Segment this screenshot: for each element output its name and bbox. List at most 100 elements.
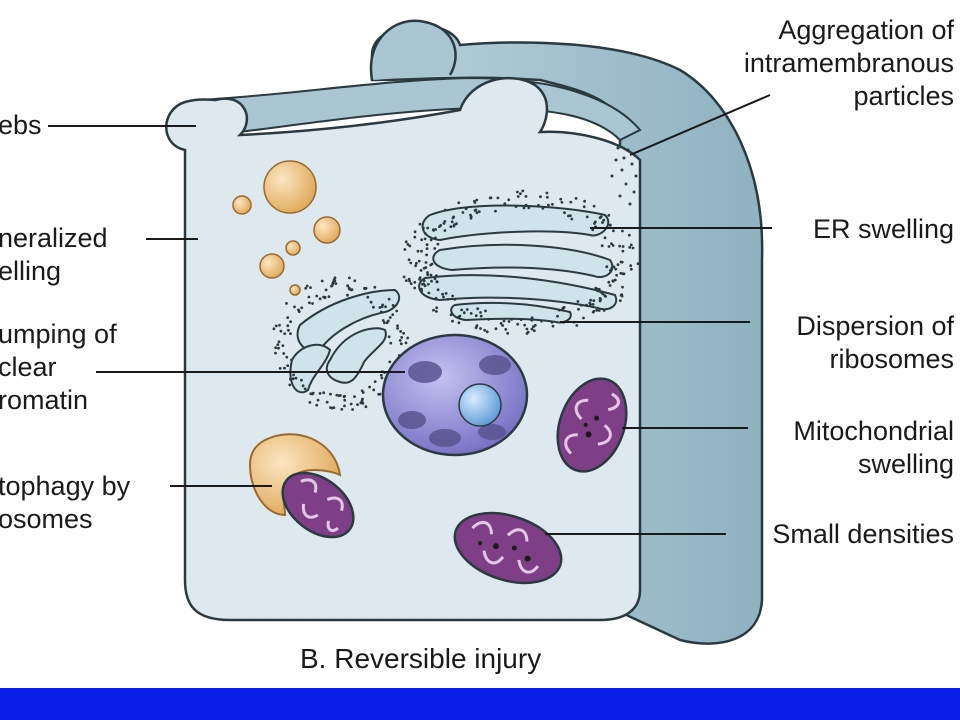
ribosome-dot bbox=[610, 242, 613, 246]
ribosome-dot bbox=[304, 286, 308, 290]
ribosome-dot bbox=[461, 211, 465, 214]
ribosome-dot bbox=[413, 280, 417, 284]
ribosome-dot bbox=[563, 211, 566, 215]
ribosome-dot bbox=[524, 195, 528, 198]
ribosome-dot bbox=[443, 229, 447, 232]
ribosome-dot bbox=[420, 289, 423, 293]
ribosome-dot bbox=[285, 302, 288, 305]
ribosome-dot bbox=[474, 314, 478, 317]
ribosome-dot bbox=[423, 284, 427, 288]
ribosome-dot bbox=[361, 401, 365, 405]
ribosome-dot bbox=[444, 292, 448, 295]
ribosome-dot bbox=[475, 324, 479, 328]
ribosome-dot bbox=[449, 313, 453, 317]
ribosome-dot bbox=[372, 305, 375, 309]
ribosome-dot bbox=[423, 237, 427, 241]
ribosome-dot bbox=[278, 367, 282, 370]
ribosome-dot bbox=[391, 313, 395, 316]
ribosome-dot bbox=[435, 280, 439, 284]
ribosome-dot bbox=[611, 279, 615, 283]
ribosome-dot bbox=[589, 298, 592, 302]
ribosome-dot bbox=[363, 287, 367, 291]
ribosome-dot bbox=[303, 387, 307, 391]
ribosome-dot bbox=[601, 292, 605, 296]
ribosome-dot bbox=[407, 258, 411, 262]
ribosome-dot bbox=[556, 314, 559, 318]
ribosome-dot bbox=[279, 329, 283, 333]
ribosome-dot bbox=[308, 301, 311, 305]
ribosome-dot bbox=[320, 279, 324, 283]
ribosome-dot bbox=[419, 269, 423, 272]
ribosome-dot bbox=[494, 209, 497, 213]
ribosome-dot bbox=[417, 259, 421, 263]
ribosome-dot bbox=[422, 266, 426, 270]
ribosome-dot bbox=[545, 195, 549, 199]
ribosome-dot bbox=[574, 197, 578, 200]
ribosome-dot bbox=[525, 327, 529, 331]
ribosome-dot bbox=[400, 336, 404, 339]
ribosome-dot bbox=[550, 320, 554, 324]
ribosome-dot bbox=[558, 308, 561, 312]
ribosome-dot bbox=[366, 295, 370, 299]
ribosome-dot bbox=[415, 261, 418, 265]
ribosome-dot bbox=[621, 285, 624, 289]
ribosome-dot bbox=[595, 308, 599, 312]
ribosome-dot bbox=[395, 309, 399, 313]
label-mito-swelling: Mitochondrial swelling bbox=[793, 416, 954, 479]
ribosome-dot bbox=[380, 305, 384, 309]
ribosome-dot bbox=[429, 238, 433, 242]
ribosome-dot bbox=[607, 245, 611, 248]
ribosome-dot bbox=[628, 246, 632, 249]
ribosome-dot bbox=[316, 398, 320, 402]
ribosome-dot bbox=[409, 261, 413, 265]
ribosome-dot bbox=[618, 299, 622, 302]
ribosome-dot bbox=[474, 326, 478, 330]
ribosome-dot bbox=[469, 216, 473, 220]
ribosome-dot bbox=[277, 340, 281, 344]
ribosome-dot bbox=[373, 380, 377, 383]
ribosome-dot bbox=[387, 335, 391, 339]
label-small-densities: Small densities bbox=[772, 519, 954, 549]
ribosome-dot bbox=[426, 271, 429, 274]
ribosome-dot bbox=[292, 373, 295, 377]
ribosome-dot bbox=[334, 282, 338, 285]
ribosome-dot bbox=[527, 206, 531, 210]
ribosome-dot bbox=[621, 245, 625, 248]
ribosome-dot bbox=[300, 378, 303, 382]
ribosome-dot bbox=[333, 279, 337, 283]
ribosome-dot bbox=[432, 308, 435, 312]
ribosome-dot bbox=[278, 323, 281, 327]
ribosome-dot bbox=[621, 249, 625, 253]
ribosome-dot bbox=[441, 292, 444, 296]
ribosome-dot bbox=[429, 263, 433, 267]
ribosome-dot bbox=[396, 324, 399, 328]
ribosome-dot bbox=[575, 324, 579, 327]
ribosome-dot bbox=[422, 226, 425, 230]
ribosome-dot bbox=[418, 222, 422, 226]
vacuoles bbox=[232, 160, 341, 296]
ribosome-dot bbox=[432, 228, 435, 232]
ribosome-dot bbox=[346, 284, 349, 288]
ribosome-dot bbox=[389, 341, 393, 345]
ribosome-dot bbox=[307, 295, 311, 299]
ribosome-dot bbox=[325, 400, 329, 404]
ribosome-dot bbox=[576, 300, 580, 303]
ribosome-dot bbox=[329, 392, 332, 396]
ribosome-dot bbox=[607, 213, 611, 217]
ribosome-dot bbox=[452, 215, 456, 219]
ribosome-dot bbox=[288, 383, 292, 387]
ribosome-dot bbox=[474, 208, 478, 212]
ribosome-dot bbox=[629, 264, 633, 267]
label-aggregation: Aggregation of intramembranous particles bbox=[743, 15, 954, 111]
ribosome-dot bbox=[525, 332, 529, 335]
ribosome-dot bbox=[309, 286, 312, 289]
ribosome-dot bbox=[540, 319, 543, 323]
ribosome-dot bbox=[406, 243, 410, 246]
ribosome-dot bbox=[285, 355, 289, 359]
ribosome-dot bbox=[300, 306, 304, 310]
ribosome-dot bbox=[378, 392, 382, 396]
ribosome-dot bbox=[286, 324, 290, 328]
ribosome-dot bbox=[413, 286, 417, 290]
ribosome-dot bbox=[592, 299, 596, 302]
ribosome-dot bbox=[277, 346, 280, 350]
